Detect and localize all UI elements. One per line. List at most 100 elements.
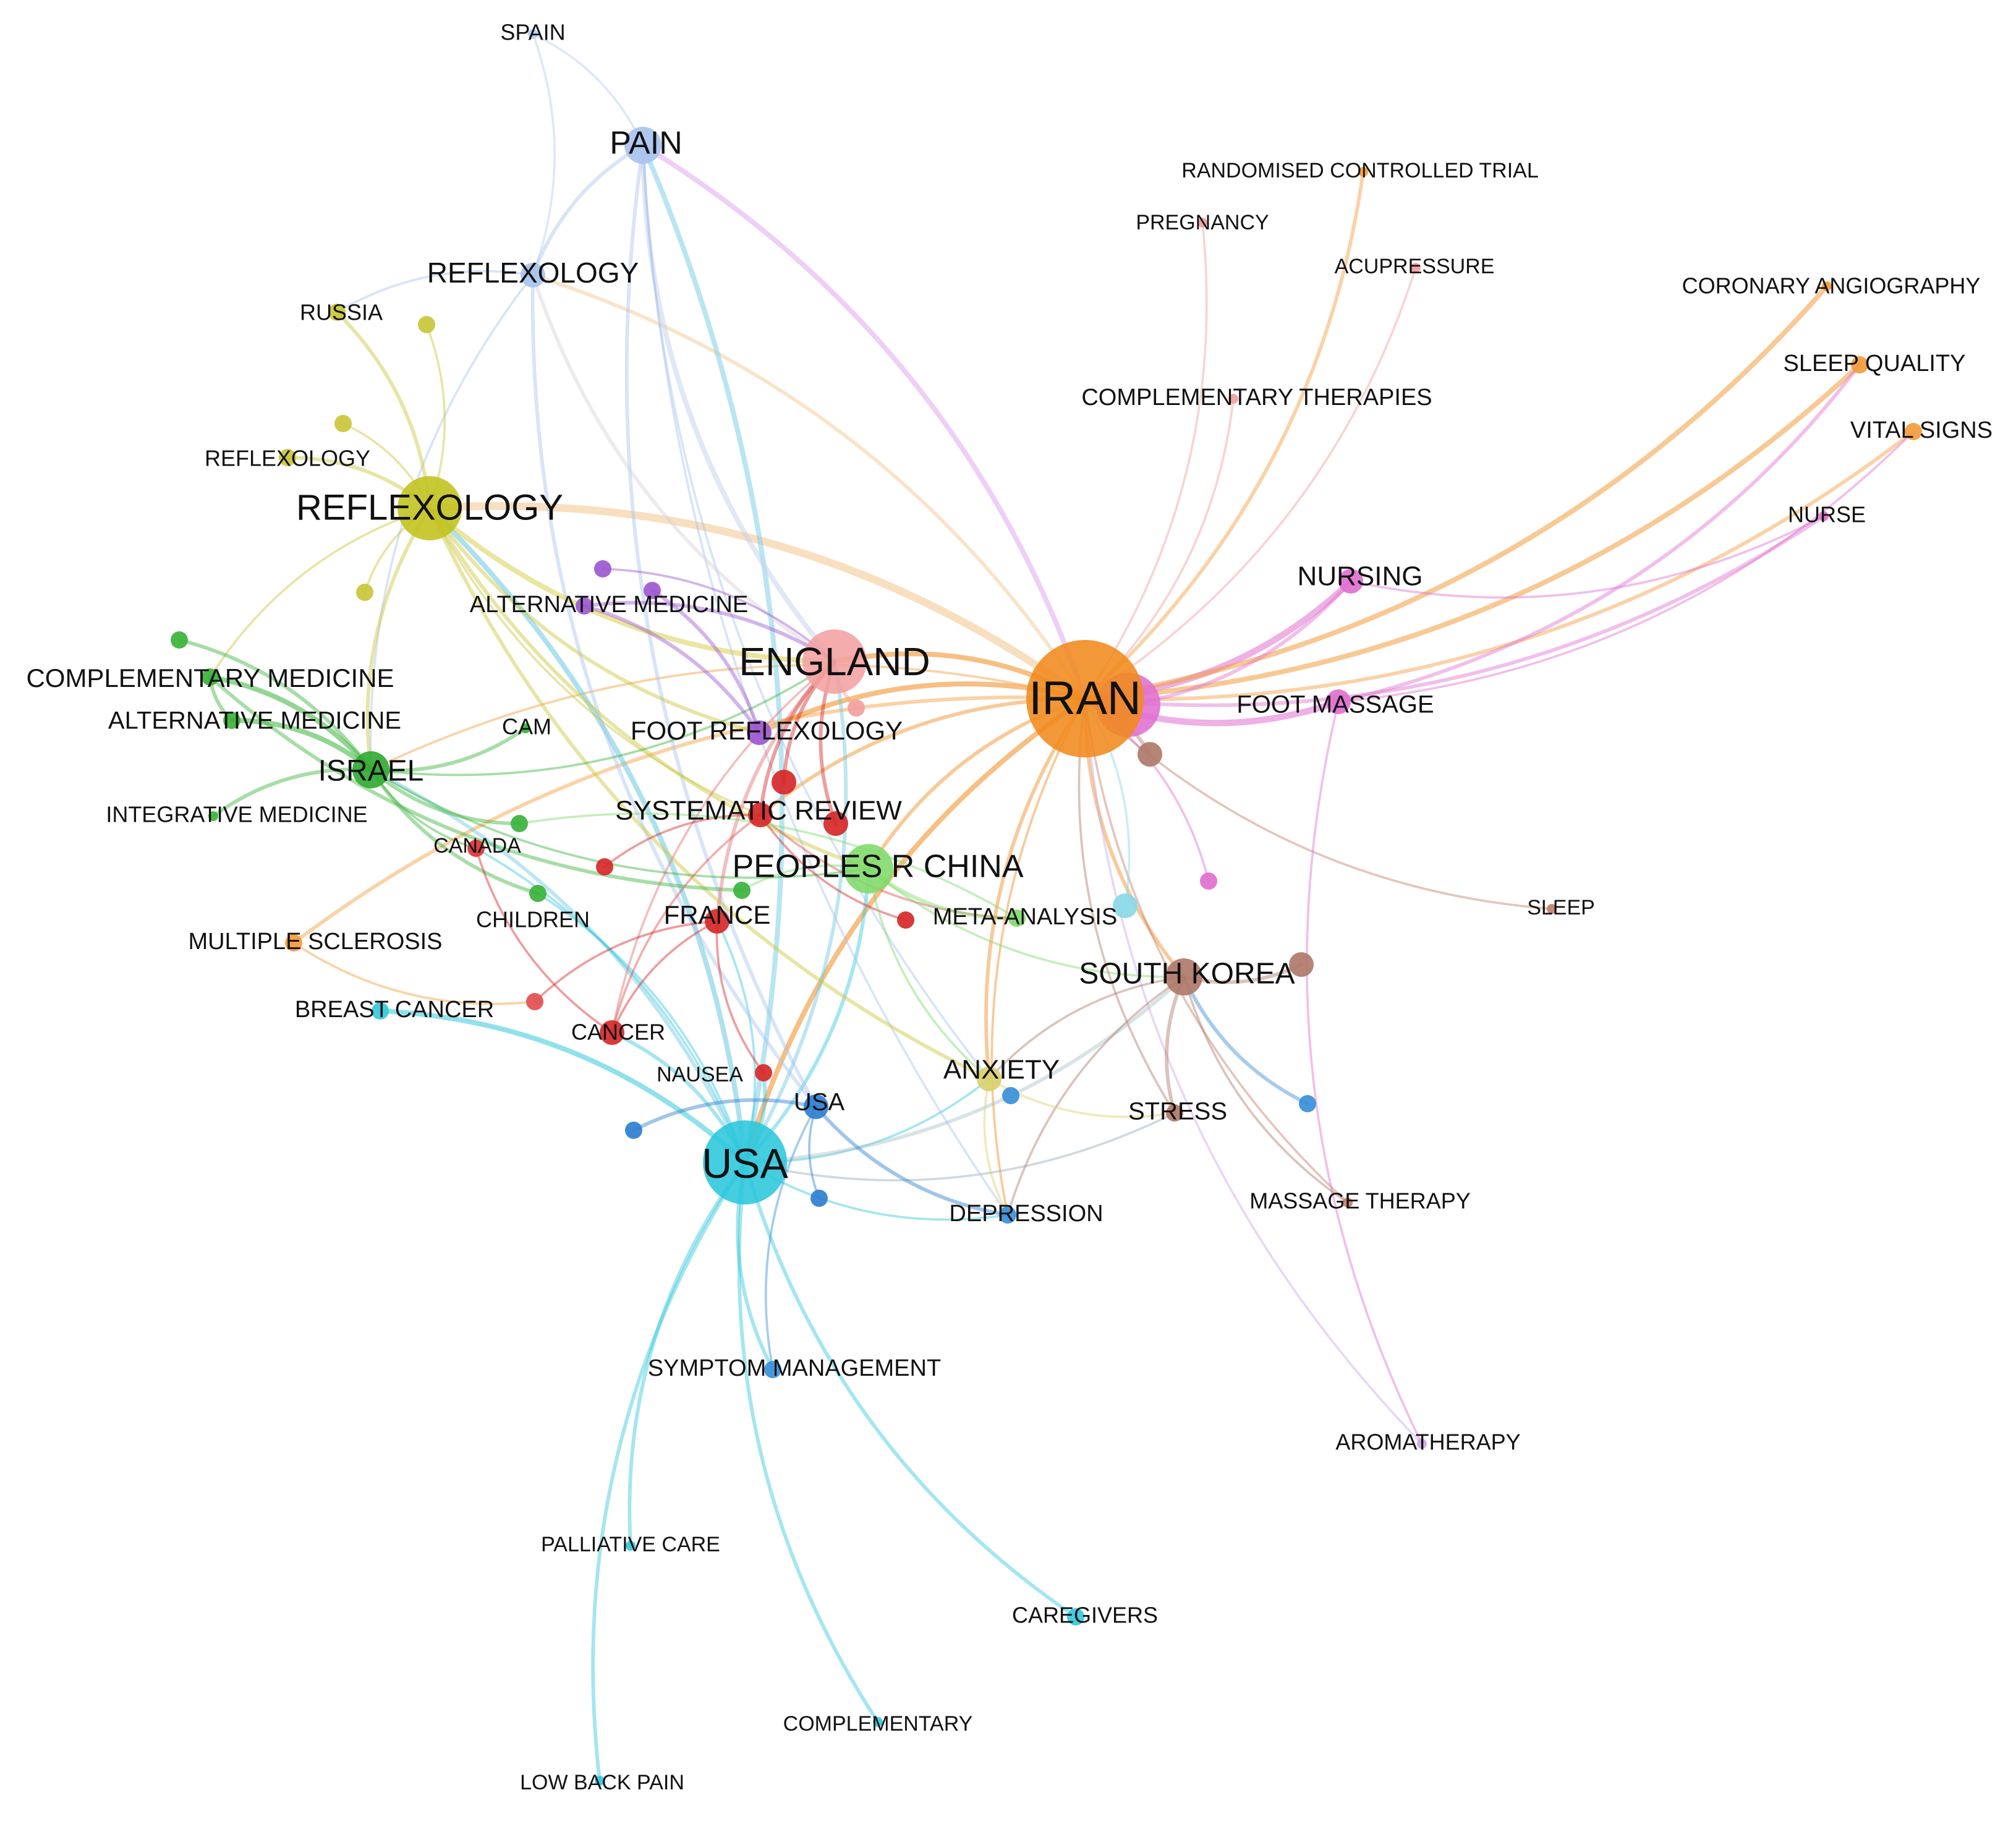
node-purple-b[interactable] xyxy=(644,582,661,599)
node-nausea[interactable] xyxy=(755,1064,772,1081)
label-england: ENGLAND xyxy=(739,639,930,684)
node-pink-a[interactable] xyxy=(1200,872,1217,890)
node-nurse[interactable] xyxy=(1819,511,1829,521)
node-massage-therapy[interactable] xyxy=(1343,1198,1353,1208)
node-france[interactable] xyxy=(705,909,729,934)
node-spain[interactable] xyxy=(528,29,538,39)
node-stress[interactable] xyxy=(1166,1104,1183,1122)
node-red-c[interactable] xyxy=(596,858,613,876)
node-yellow-b[interactable] xyxy=(334,415,352,432)
node-blue-b[interactable] xyxy=(810,1190,828,1207)
node-children[interactable] xyxy=(529,885,547,902)
label-children: CHILDREN xyxy=(476,907,590,932)
node-alt-med-purple[interactable] xyxy=(576,597,593,615)
node-russia[interactable] xyxy=(328,304,346,321)
label-low-back-pain: LOW BACK PAIN xyxy=(520,1771,684,1794)
node-sleep[interactable] xyxy=(1547,904,1557,914)
node-pregnancy[interactable] xyxy=(1197,218,1207,228)
label-reflexology-blue: REFLEXOLOGY xyxy=(427,257,639,289)
node-alternative-medicine-green[interactable] xyxy=(223,712,240,729)
node-low-back-pain[interactable] xyxy=(595,1776,605,1786)
node-complementary-therapies[interactable] xyxy=(1228,394,1238,404)
node-foot-reflexology[interactable] xyxy=(747,720,772,745)
label-randomised-controlled-trial: RANDOMISED CONTROLLED TRIAL xyxy=(1181,159,1538,182)
node-red-e[interactable] xyxy=(526,993,543,1010)
node-yellow-a[interactable] xyxy=(418,316,435,333)
node-anxiety[interactable] xyxy=(977,1067,1002,1091)
edge-israel-complementary_medicine xyxy=(207,674,374,773)
node-cyan-a[interactable] xyxy=(1113,893,1138,918)
node-blue-d[interactable] xyxy=(1299,1095,1316,1112)
edge-usa_big-caregivers xyxy=(743,1161,1078,1619)
node-usa-small[interactable] xyxy=(804,1094,828,1119)
edge-reflexology_big-england xyxy=(427,505,838,665)
node-south-korea[interactable] xyxy=(1165,958,1202,995)
node-multiple-sclerosis[interactable] xyxy=(285,934,302,952)
node-symptom-management[interactable] xyxy=(764,1361,781,1378)
edge-iran-pain xyxy=(640,142,1088,702)
node-purple-a[interactable] xyxy=(594,560,611,577)
label-meta-analysis: META-ANALYSIS xyxy=(933,904,1117,930)
node-green-c[interactable] xyxy=(733,882,751,899)
label-coronary-angiography: CORONARY ANGIOGRAPHY xyxy=(1682,273,1981,299)
node-sleep-quality[interactable] xyxy=(1851,356,1868,373)
node-reflexology-big[interactable] xyxy=(398,476,462,540)
node-aromatherapy[interactable] xyxy=(1417,1439,1427,1449)
edge-england-alt_med_purple xyxy=(582,600,836,663)
edge-reflexology_big-israel xyxy=(365,506,432,772)
label-pregnancy: PREGNANCY xyxy=(1136,211,1269,234)
node-red-b[interactable] xyxy=(823,811,848,836)
label-cam: CAM xyxy=(502,714,551,739)
label-foot-reflexology: FOOT REFLEXOLOGY xyxy=(631,716,903,745)
label-spain: SPAIN xyxy=(500,20,565,45)
node-brown-b[interactable] xyxy=(1289,952,1314,977)
node-cancer[interactable] xyxy=(600,1020,624,1045)
edge-israel-green_a xyxy=(177,638,373,772)
node-caregivers[interactable] xyxy=(1067,1608,1084,1626)
node-nursing[interactable] xyxy=(1338,569,1363,594)
label-israel: ISRAEL xyxy=(318,755,424,788)
label-foot-massage: FOOT MASSAGE xyxy=(1236,691,1434,718)
node-brown-a[interactable] xyxy=(1138,742,1162,767)
node-vital-signs[interactable] xyxy=(1905,423,1922,440)
edge-usa_big-reflexology_big xyxy=(427,505,748,1166)
node-acupressure[interactable] xyxy=(1411,263,1421,273)
node-peach-a[interactable] xyxy=(848,699,865,717)
node-meta-analysis[interactable] xyxy=(1008,910,1026,927)
node-blue-a[interactable] xyxy=(625,1122,642,1139)
node-canada[interactable] xyxy=(467,840,485,857)
edge-iran-nurse xyxy=(1083,514,1826,707)
node-breast-cancer[interactable] xyxy=(372,1002,389,1020)
label-complementary-medicine: COMPLEMENTARY MEDICINE xyxy=(26,663,394,693)
edge-systematic_review-cancer xyxy=(611,814,762,1034)
node-randomised-controlled-trial[interactable] xyxy=(1358,167,1368,177)
edge-foot_reflexology-alt_med_purple xyxy=(582,604,761,735)
node-green-a[interactable] xyxy=(171,631,188,649)
node-israel[interactable] xyxy=(352,751,389,788)
node-yellow-c[interactable] xyxy=(356,584,373,601)
node-green-b[interactable] xyxy=(511,815,528,832)
node-red-d[interactable] xyxy=(897,911,914,929)
edge-iran-israel xyxy=(370,663,1086,771)
node-systematic-review[interactable] xyxy=(748,803,773,827)
edge-nursing-nurse xyxy=(1350,515,1825,599)
node-blue-c[interactable] xyxy=(1002,1087,1019,1104)
node-usa-big[interactable] xyxy=(703,1120,787,1204)
edge-usa_big-south_korea xyxy=(743,975,1186,1164)
node-complementary-medicine[interactable] xyxy=(202,668,219,686)
node-cam[interactable] xyxy=(521,723,530,733)
node-coronary-angiography[interactable] xyxy=(1822,281,1832,291)
edge-usa_big-breast_cancer xyxy=(377,1008,748,1166)
node-palliative-care[interactable] xyxy=(626,1541,636,1551)
node-integrative-medicine[interactable] xyxy=(208,811,218,821)
node-reflexology-small[interactable] xyxy=(279,449,296,466)
node-iran[interactable] xyxy=(1026,640,1144,757)
node-england[interactable] xyxy=(802,629,867,694)
node-reflexology-blue[interactable] xyxy=(521,263,545,288)
node-depression[interactable] xyxy=(999,1206,1016,1224)
node-peoples-r-china[interactable] xyxy=(844,844,893,893)
node-foot-massage[interactable] xyxy=(1326,689,1351,714)
node-pain[interactable] xyxy=(624,127,661,164)
node-red-a[interactable] xyxy=(772,770,796,795)
node-complementary[interactable] xyxy=(873,1717,883,1727)
